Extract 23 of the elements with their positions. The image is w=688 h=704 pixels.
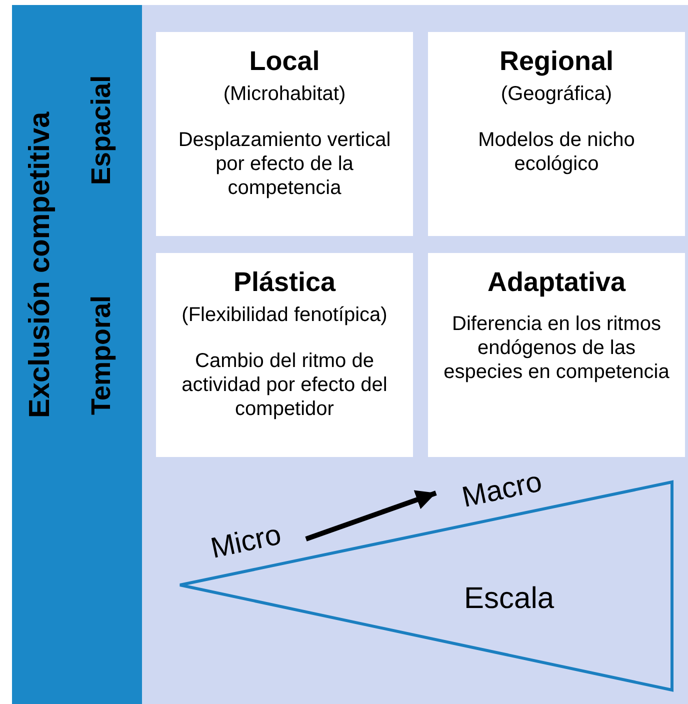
card-text: Modelos de nicho ecológico — [477, 128, 636, 176]
card-subtitle: (Flexibilidad fenotípica) — [182, 304, 388, 327]
side-band — [12, 5, 142, 704]
card-title: Plástica — [233, 267, 336, 298]
scale-end-label: Micro — [192, 512, 300, 572]
card-text: Diferencia en los ritmos endógenos de las especies en competencia — [442, 312, 670, 384]
card-text: Desplazamiento vertical por efecto de la competencia — [177, 128, 392, 200]
card-subtitle: (Geográfica) — [500, 83, 612, 106]
card-title: Adaptativa — [487, 267, 626, 298]
category-card — [156, 253, 413, 457]
category-card — [428, 253, 685, 457]
axis-label: Temporal — [86, 294, 117, 417]
card-subtitle: (Microhabitat) — [223, 83, 346, 106]
card-title: Regional — [499, 46, 614, 77]
card-text: Cambio del ritmo de actividad por efecto del competidor — [180, 349, 388, 421]
scale-end-label: Macro — [443, 458, 561, 522]
band-title: Exclusión competitiva — [24, 110, 57, 420]
scale-label: Escala — [464, 582, 554, 616]
axis-label: Espacial — [86, 74, 117, 187]
category-card — [156, 32, 413, 236]
arrow — [305, 490, 437, 542]
card-title: Local — [249, 46, 320, 77]
category-card — [428, 32, 685, 236]
